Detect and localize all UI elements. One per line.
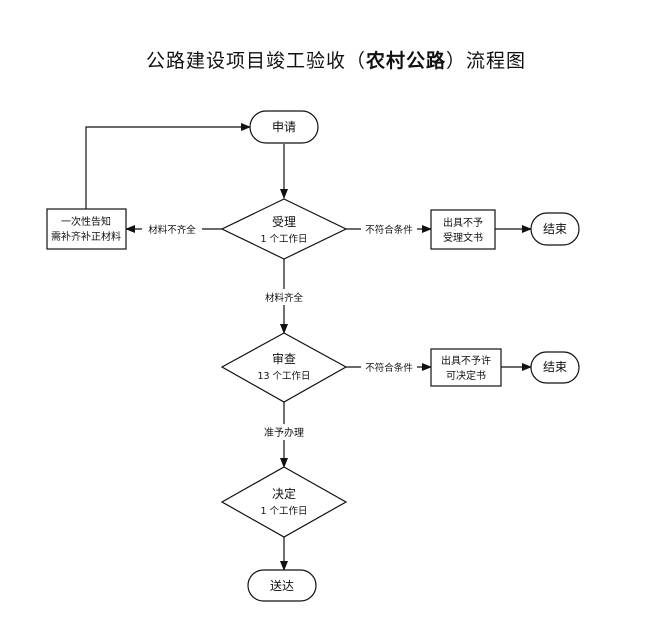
node-notify: 一次性告知 需补齐补正材料 (46, 208, 127, 250)
apply-label: 申请 (272, 120, 296, 134)
decide-days: 1 个工作日 (260, 505, 307, 517)
accept-title: 受理 (272, 215, 296, 229)
reject-accept-line2: 受理文书 (443, 231, 483, 244)
label-not-met-2: 不符合条件 (365, 362, 413, 374)
notify-line2: 需补齐补正材料 (51, 230, 121, 243)
edge-notify-apply (85, 123, 251, 209)
notify-line1: 一次性告知 (61, 215, 111, 228)
title-prefix: 公路建设项目竣工验收（ (145, 50, 366, 72)
node-decide: 决定 1 个工作日 (220, 466, 348, 538)
node-review: 审查 13 个工作日 (220, 332, 348, 403)
node-end-2: 结束 (530, 351, 580, 384)
decide-title: 决定 (272, 486, 296, 501)
node-accept: 受理 1 个工作日 (220, 198, 348, 260)
review-title: 审查 (272, 351, 296, 366)
node-reject-accept: 出具不予 受理文书 (430, 209, 496, 250)
edge-labels: 材料不齐全 不符合条件 材料齐全 不符合条件 准予办理 (142, 221, 417, 440)
label-approve: 准予办理 (264, 426, 304, 439)
reject-review-line1: 出具不予许 (441, 354, 491, 367)
end2-label: 结束 (543, 360, 567, 374)
deliver-label: 送达 (270, 578, 294, 593)
reject-accept-line1: 出具不予 (443, 216, 483, 229)
label-complete: 材料齐全 (265, 292, 304, 304)
end1-label: 结束 (543, 222, 567, 236)
reject-review-line2: 可决定书 (446, 369, 486, 382)
node-end-1: 结束 (530, 212, 580, 246)
label-incomplete: 材料不齐全 (148, 224, 196, 236)
title-bold: 农村公路 (365, 50, 446, 72)
node-deliver: 送达 (247, 569, 317, 602)
node-reject-review: 出具不予许 可决定书 (430, 348, 502, 387)
node-apply: 申请 (249, 110, 319, 144)
accept-days: 1 个工作日 (260, 233, 307, 245)
page-title: 公路建设项目竣工验收（农村公路）流程图 (0, 46, 672, 73)
title-suffix: ）流程图 (446, 50, 527, 72)
label-not-met-1: 不符合条件 (365, 224, 413, 236)
review-days: 13 个工作日 (257, 370, 310, 382)
